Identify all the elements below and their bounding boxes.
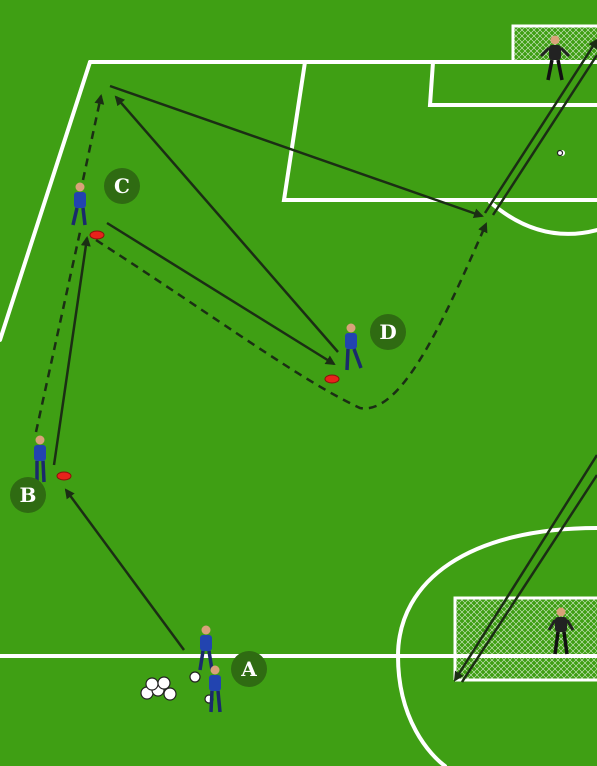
station-c: C [104, 168, 140, 204]
station-d: D [370, 314, 406, 350]
shot-top-1 [483, 38, 597, 214]
label-disc [370, 314, 406, 350]
station-label-a: A [240, 657, 257, 681]
station-label-d: D [379, 320, 396, 344]
ball-icon [157, 676, 171, 690]
label-disc [104, 168, 140, 204]
player-figure [209, 665, 222, 713]
player-figure [34, 435, 46, 483]
penalty-arc [488, 200, 597, 236]
ball-icon [163, 687, 177, 701]
touchline [0, 60, 92, 342]
goal-frame [453, 596, 597, 682]
player-figure [345, 323, 363, 371]
run-curve-to-box [95, 222, 488, 410]
center-circle [395, 526, 597, 766]
arrow-c-to-d [106, 221, 336, 366]
arrow-b-to-c [52, 236, 91, 466]
pass-arrows [52, 84, 484, 651]
player-figure [71, 182, 87, 226]
station-a: A [231, 651, 267, 687]
station-label-b: B [20, 483, 37, 507]
cone-icon [89, 230, 105, 240]
station-b: B [10, 477, 46, 513]
cone-icon [324, 374, 340, 384]
goal-frame [511, 24, 597, 62]
run-b-to-c [34, 231, 82, 433]
shot-lines [453, 38, 597, 683]
goalkeeper-figure [539, 35, 571, 81]
run-c-to-top [81, 94, 105, 181]
goal-net [455, 598, 597, 680]
station-label-c: C [114, 174, 130, 198]
run-arrows [34, 94, 488, 433]
ball-icon [556, 149, 564, 157]
arrow-to-box [109, 84, 484, 219]
arrow-a-to-b [64, 488, 186, 651]
shot-top-2 [491, 54, 597, 216]
label-disc [231, 651, 267, 687]
ball-icon [145, 677, 159, 691]
label-disc [10, 477, 46, 513]
player-figure [198, 625, 214, 671]
goalkeeper-figure [547, 607, 575, 655]
cone-icon [56, 471, 72, 481]
cones [56, 230, 340, 481]
bottom-goal [453, 596, 597, 682]
ball-icon [189, 671, 201, 683]
arrow-d-to-top [114, 95, 339, 353]
six-yard-box [427, 60, 597, 107]
shot-bottom-2 [460, 474, 597, 683]
shot-bottom-1 [453, 454, 597, 682]
